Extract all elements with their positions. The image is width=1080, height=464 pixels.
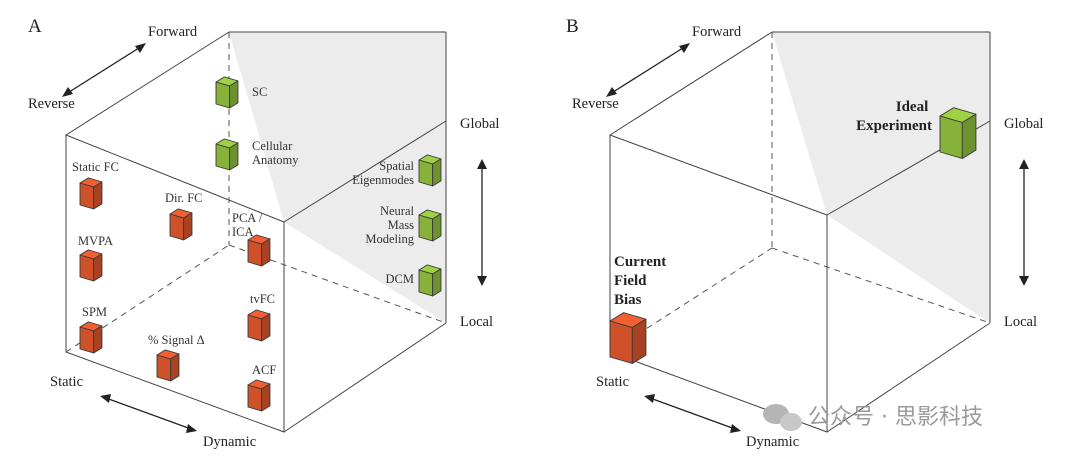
cube-label-dirfc: Dir. FC: [165, 191, 203, 205]
cube-label-tvfc: tvFC: [250, 292, 275, 306]
cube-mvpa: MVPA: [78, 234, 113, 282]
watermark-text: 公众号 · 思影科技: [808, 405, 983, 430]
panel-a-forward-label: Forward: [148, 24, 198, 40]
cube-sc: SC: [215, 76, 267, 109]
panel-a-global-label: Global: [460, 116, 499, 132]
ideal-experiment-label: Ideal Experiment: [856, 99, 932, 134]
cube-dcm: DCM: [386, 264, 442, 297]
panel-b-dynamic-label: Dynamic: [746, 434, 799, 450]
cube-label-signal: % Signal Δ: [148, 333, 205, 347]
cube-acf: ACF: [247, 363, 276, 412]
panel-b-forward-label: Forward: [692, 24, 742, 40]
cube-label-mvpa: MVPA: [78, 234, 113, 248]
panel-b-forward-reverse-arrow: [606, 43, 690, 97]
cube-dirfc: Dir. FC: [165, 191, 203, 241]
panel-a-shaded-face: [229, 32, 446, 323]
panel-b-local-label: Local: [1004, 314, 1037, 330]
panel-b-shaded-face: [772, 32, 990, 323]
cube-spm: SPM: [79, 305, 107, 354]
current-field-bias-cube: [609, 312, 647, 364]
wechat-icon: [763, 404, 802, 431]
panel-a-letter: A: [28, 16, 42, 37]
panel-b-reverse-label: Reverse: [572, 96, 619, 112]
cube-staticfc: Static FC: [72, 160, 119, 210]
panel-a-local-label: Local: [460, 314, 493, 330]
panel-b-global-local-arrow: [1019, 159, 1029, 286]
panel-a-static-label: Static: [50, 374, 83, 390]
cube-label-sc: SC: [252, 85, 267, 99]
ideal-experiment-cube: [939, 107, 977, 159]
cube-label-dcm: DCM: [386, 272, 414, 286]
panel-b-global-label: Global: [1004, 116, 1043, 132]
panel-a-reverse-label: Reverse: [28, 96, 75, 112]
cube-pcaica: PCA /ICA: [232, 211, 271, 267]
cube-signal: % Signal Δ: [148, 333, 205, 382]
panel-b-static-label: Static: [596, 374, 629, 390]
panel-b: B Forward Reverse Global Local Static Dy…: [566, 16, 1043, 450]
panel-a-global-local-arrow: [477, 159, 487, 286]
panel-a: A Forward Reverse Global Local Static Dy…: [28, 16, 499, 450]
cube-label-acf: ACF: [252, 363, 276, 377]
cube-label-spm: SPM: [82, 305, 107, 319]
panel-a-static-dynamic-arrow: [100, 394, 197, 433]
watermark: 公众号 · 思影科技: [763, 404, 983, 431]
cube-tvfc: tvFC: [247, 292, 275, 342]
cube-label-staticfc: Static FC: [72, 160, 119, 174]
cube-label-pcaica: PCA /ICA: [232, 211, 263, 239]
panel-a-forward-reverse-arrow: [62, 43, 146, 97]
panel-a-dynamic-label: Dynamic: [203, 434, 256, 450]
current-field-bias-label: Current Field Bias: [614, 254, 670, 308]
panel-b-static-dynamic-arrow: [644, 394, 741, 433]
panel-b-letter: B: [566, 16, 579, 37]
